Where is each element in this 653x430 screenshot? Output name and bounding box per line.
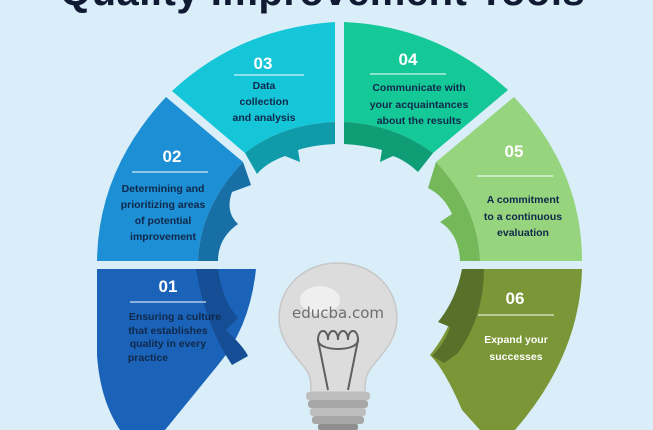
segment-02-inner-band <box>198 162 251 261</box>
segment-02-number: 02 <box>163 147 182 166</box>
segment-03-caption-3: and analysis <box>232 112 295 124</box>
segment-06-caption-2: successes <box>489 351 542 363</box>
segment-01-caption-1: Ensuring a culture <box>129 311 221 323</box>
segment-04-inner-band <box>344 122 433 172</box>
diagram-title: Quality Improvement Tools <box>60 0 585 15</box>
segment-03: 03 Data collection and analysis <box>172 22 335 174</box>
segment-03-caption-2: collection <box>239 96 288 108</box>
segment-04-outer-band <box>344 22 508 153</box>
segment-05: 05 A commitment to a continuous evaluati… <box>428 97 582 261</box>
segment-01-caption-3: quality in every <box>130 338 207 350</box>
segment-06-caption-1: Expand your <box>484 334 548 346</box>
segment-02-caption-3: of potential <box>135 215 192 227</box>
segment-05-caption-3: evaluation <box>497 227 549 239</box>
segment-02-caption-2: prioritizing areas <box>121 199 206 211</box>
segment-03-caption-1: Data <box>253 80 276 92</box>
segment-06-number: 06 <box>506 289 525 308</box>
segment-06: 06 Expand your successes <box>423 269 582 430</box>
segment-01-inner-band <box>196 269 248 365</box>
segment-03-inner-band <box>245 122 335 174</box>
segment-05-inner-band <box>428 162 480 261</box>
bulb-filament <box>316 330 360 391</box>
bulb-highlight <box>300 286 340 314</box>
segment-02-caption-1: Determining and <box>122 183 205 195</box>
segment-01-caption-4: practice <box>128 352 168 364</box>
segment-01-number: 01 <box>159 277 178 296</box>
segment-04-caption-3: about the results <box>377 115 462 127</box>
segment-06-inner-band <box>432 269 484 363</box>
segment-01: 01 Ensuring a culture that establishes q… <box>97 269 256 430</box>
segment-05-outer-band <box>436 97 582 261</box>
segment-02: 02 Determining and prioritizing areas of… <box>97 97 251 261</box>
bulb-glass <box>278 262 398 393</box>
segment-04-caption-1: Communicate with <box>372 82 465 94</box>
segment-02-outer-band <box>97 97 243 261</box>
segment-03-outer-band <box>172 22 335 153</box>
segment-04-caption-2: your acquaintances <box>370 99 469 111</box>
segment-05-caption-2: to a continuous <box>484 211 562 223</box>
segment-05-caption-1: A commitment <box>487 194 560 206</box>
segment-02-caption-4: improvement <box>130 231 196 243</box>
segment-05-number: 05 <box>505 142 524 161</box>
segment-01-caption-2: that establishes <box>128 325 208 337</box>
segment-04: 04 Communicate with your acquaintances a… <box>344 22 508 172</box>
segment-03-number: 03 <box>254 54 273 73</box>
light-bulb-icon: educba.com <box>278 262 398 430</box>
brand-watermark: educba.com <box>292 304 384 322</box>
bulb-base <box>306 392 370 430</box>
segment-04-number: 04 <box>399 50 418 69</box>
